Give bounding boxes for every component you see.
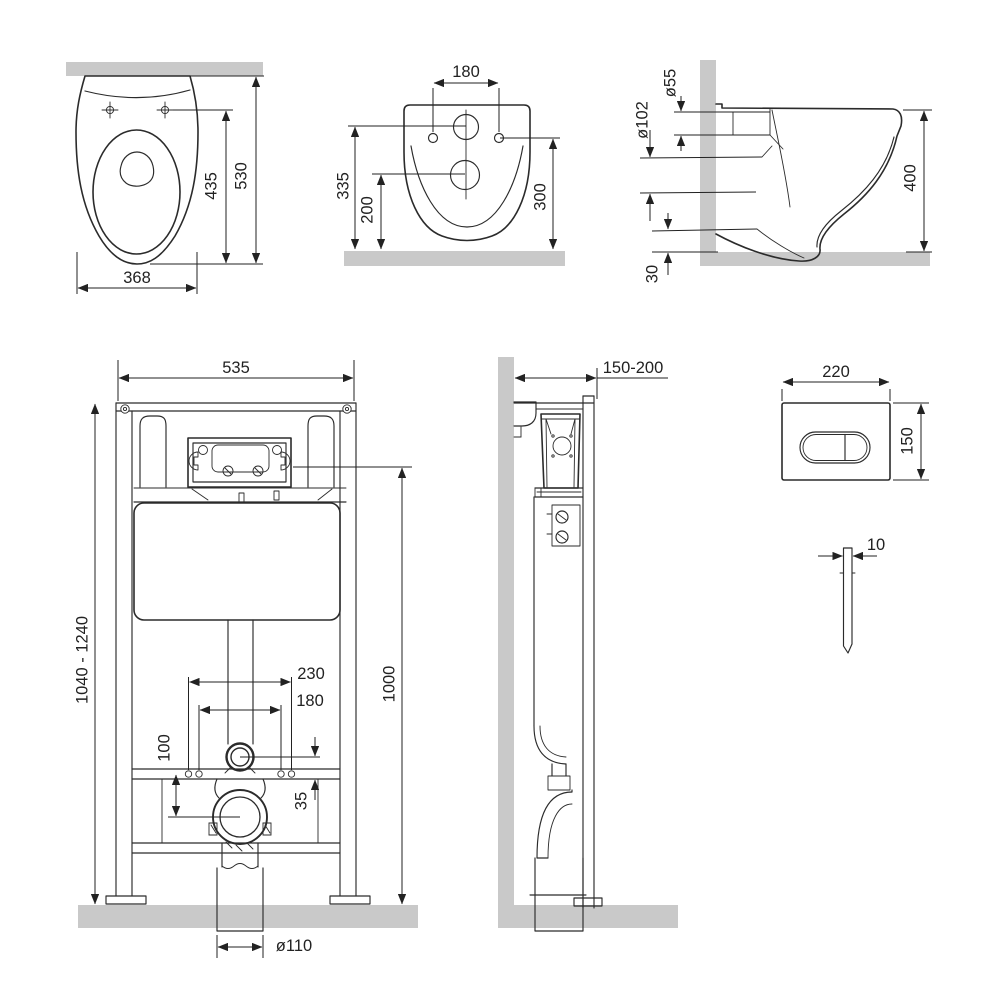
fixing-hole-left [427, 132, 439, 144]
bowl-side-internal-lines [732, 107, 805, 259]
dim-label-o110: ø110 [276, 937, 312, 955]
frame-foot-right [329, 895, 371, 905]
dim-label-o102: ø102 [633, 101, 651, 139]
drain-outlet-hole [449, 159, 481, 191]
bowl-rear-outline [403, 104, 531, 242]
side-slot-right [280, 451, 291, 471]
view-flush-plate: 220 150 10 [781, 363, 929, 654]
dim-label-535: 535 [222, 359, 250, 377]
bowl-side-inner-curve [816, 136, 895, 248]
view-toilet-rear: 180 335 200 300 [334, 63, 565, 266]
floor-surface-frame-side [498, 905, 678, 928]
dim-label-335: 335 [334, 172, 352, 200]
bowl-outline [75, 75, 199, 265]
dim-label-368: 368 [123, 269, 151, 287]
floor-surface-frame [78, 905, 418, 928]
cistern-body [133, 502, 341, 621]
dim-label-1000: 1000 [380, 666, 398, 703]
dim-label-30: 30 [643, 265, 661, 283]
flush-water-spot [119, 151, 155, 187]
dim-label-435: 435 [202, 172, 220, 200]
mounting-rod-holes [184, 770, 296, 778]
seat-back-line [84, 89, 191, 99]
view-frame-side: 150-200 [498, 357, 678, 932]
mount-hole-right [156, 101, 174, 119]
dim-label-530: 530 [232, 162, 250, 190]
bowl-rear-inner-curve [410, 145, 524, 228]
flush-inlet-hole [452, 113, 480, 141]
frame-side-structure [513, 395, 603, 932]
frame-foot-left [105, 895, 147, 905]
dim-label-220: 220 [822, 363, 850, 381]
view-toilet-side: ø55 ø102 30 400 [633, 60, 932, 283]
dim-label-180-frame: 180 [296, 692, 324, 710]
wall-surface [66, 62, 263, 76]
dim-label-150: 150 [898, 427, 916, 455]
service-bolts [222, 465, 264, 477]
dim-label-400: 400 [901, 164, 919, 192]
dim-label-10: 10 [867, 536, 885, 554]
flush-plate-face [781, 402, 891, 481]
cistern-top-assembly [133, 415, 347, 503]
flush-plate-profile [842, 547, 853, 654]
floor-surface [344, 251, 565, 266]
dim-label-230: 230 [297, 665, 325, 683]
dim-label-100: 100 [155, 734, 173, 762]
service-opening [211, 444, 270, 473]
dim-label-180-rear: 180 [452, 63, 480, 81]
flush-button-inner [802, 434, 868, 461]
bowl-rim-inner [92, 129, 181, 255]
bowl-side-outline [715, 103, 903, 262]
dim-label-35: 35 [292, 792, 310, 810]
view-toilet-top: 435 530 368 [66, 62, 264, 294]
dim-label-300: 300 [531, 183, 549, 211]
dim-label-o55: ø55 [661, 69, 679, 97]
flush-button-outer [799, 431, 871, 464]
service-box [187, 437, 292, 488]
dim-label-1040-1240: 1040 - 1240 [73, 616, 91, 704]
wall-surface-frame-side [498, 357, 514, 905]
dim-label-150-200: 150-200 [603, 359, 664, 377]
side-slot-left [188, 451, 199, 471]
mount-hole-left [101, 101, 119, 119]
view-frame-front: 535 1040 - 1240 1000 230 180 100 35 ø110 [73, 359, 418, 958]
corner-screws [120, 404, 352, 414]
dim-label-200: 200 [358, 196, 376, 224]
frame-structure [105, 402, 371, 905]
wall-surface-side [700, 60, 716, 252]
